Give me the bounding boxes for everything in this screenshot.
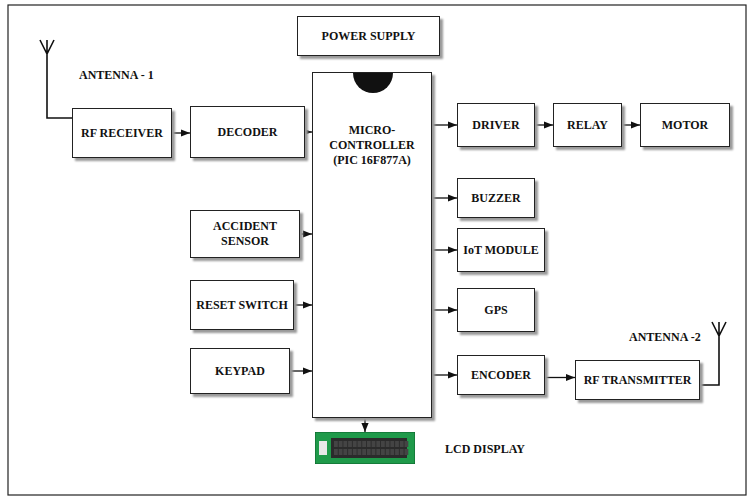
buzzer-box: BUZZER xyxy=(457,178,535,218)
signal-arrow xyxy=(364,418,365,432)
box-label: RELAY xyxy=(567,118,608,133)
encoder-box: ENCODER xyxy=(457,355,545,395)
box-label: RESET SWITCH xyxy=(196,298,287,313)
keypad-box: KEYPAD xyxy=(190,348,290,394)
box-label: GPS xyxy=(484,303,507,318)
gps-box: GPS xyxy=(457,288,535,332)
box-label: DRIVER xyxy=(472,118,519,133)
outer-frame xyxy=(8,5,746,495)
motor-box: MOTOR xyxy=(640,103,730,147)
signal-arrow xyxy=(305,131,312,132)
signal-arrow xyxy=(172,132,190,133)
antenna-label: ANTENNA -2 xyxy=(628,330,702,345)
antenna-symbol xyxy=(40,40,72,118)
driver-box: DRIVER xyxy=(457,103,535,147)
antenna-symbol xyxy=(700,322,726,385)
signal-arrow xyxy=(432,197,457,198)
signal-arrow xyxy=(535,124,553,125)
box-label: BUZZER xyxy=(471,191,520,206)
signal-arrow xyxy=(294,304,312,305)
signal-arrow xyxy=(300,233,312,234)
power-box: POWER SUPPLY xyxy=(297,16,440,56)
box-label: RF RECEIVER xyxy=(81,126,163,141)
microcontroller-box: MICRO- CONTROLLER (PIC 16F877A) xyxy=(312,72,432,418)
decoder-box: DECODER xyxy=(190,106,305,158)
box-label: MICRO- CONTROLLER (PIC 16F877A) xyxy=(324,123,420,168)
iot-box: IoT MODULE xyxy=(457,228,545,272)
signal-arrow xyxy=(432,374,457,375)
box-label: POWER SUPPLY xyxy=(322,29,416,44)
signal-arrow xyxy=(290,370,312,371)
sensor-box: ACCIDENT SENSOR xyxy=(190,210,300,258)
chip-notch xyxy=(313,73,433,113)
box-label: LCD DISPLAY xyxy=(445,442,525,457)
relay-box: RELAY xyxy=(553,103,622,147)
signal-arrow xyxy=(432,309,457,310)
receiver-box: RF RECEIVER xyxy=(72,108,172,158)
box-label: ENCODER xyxy=(471,368,531,383)
signal-arrow xyxy=(432,124,457,125)
antenna-label: ANTENNA - 1 xyxy=(78,68,155,83)
lcd-module xyxy=(315,432,415,464)
box-label: ACCIDENT SENSOR xyxy=(191,219,299,249)
signal-arrow xyxy=(432,249,457,250)
lcd-display: LCD DISPLAY xyxy=(315,432,415,464)
signal-arrow xyxy=(622,124,640,125)
transmitter-box: RF TRANSMITTER xyxy=(575,360,700,400)
signal-arrow xyxy=(545,377,575,378)
box-label: IoT MODULE xyxy=(463,243,538,258)
box-label: MOTOR xyxy=(662,118,708,133)
box-label: KEYPAD xyxy=(215,364,265,379)
box-label: RF TRANSMITTER xyxy=(584,373,692,388)
switch-box: RESET SWITCH xyxy=(190,280,294,330)
box-label: DECODER xyxy=(217,125,277,140)
